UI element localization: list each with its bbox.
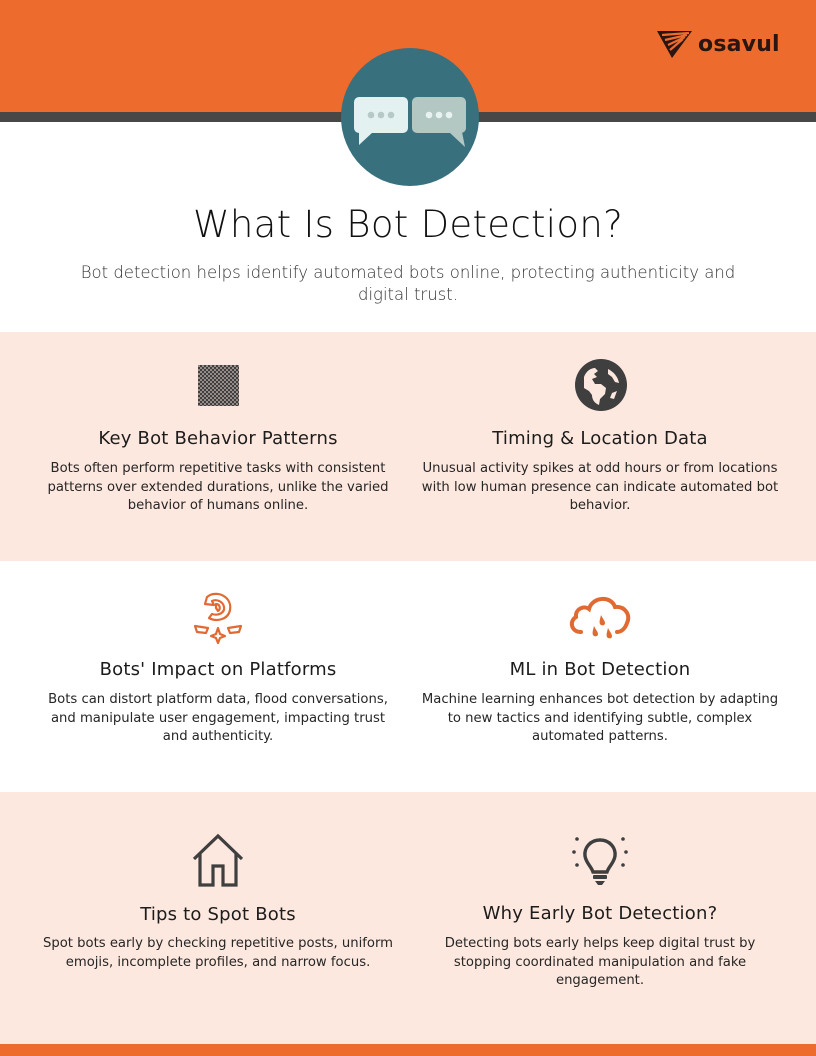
chat-bubbles-icon (354, 97, 466, 147)
globe-icon (575, 359, 627, 411)
card-description: Unusual activity spikes at odd hours or … (421, 461, 779, 513)
lightbulb-icon (572, 837, 628, 885)
card-heading: Timing & Location Data (492, 428, 708, 449)
card-description: Detecting bots early helps keep digital … (444, 936, 756, 988)
hero-circle (341, 48, 479, 186)
card-heading: ML in Bot Detection (509, 659, 691, 680)
house-icon (192, 833, 244, 887)
logo-text: osavul (698, 31, 780, 57)
card-heading: Key Bot Behavior Patterns (98, 428, 338, 449)
osavul-logo-icon (657, 31, 692, 58)
section-band-1 (0, 332, 816, 561)
card-heading: Tips to Spot Bots (140, 904, 296, 925)
card-description: Bots can distort platform data, flood co… (48, 692, 388, 744)
rain-cloud-icon (569, 597, 631, 639)
page-title: What Is Bot Detection? (192, 203, 624, 246)
card-heading: Why Early Bot Detection? (482, 903, 718, 924)
section-band-3 (0, 792, 816, 1044)
card-heading: Bots' Impact on Platforms (99, 659, 337, 680)
page-subtitle: Bot detection helps identify automated b… (80, 263, 736, 304)
spiral-sparkle-icon (193, 592, 243, 644)
card-description: Spot bots early by checking repetitive p… (42, 936, 394, 970)
pattern-grid-icon (198, 365, 239, 406)
section-band-2 (0, 561, 816, 792)
brand-logo: osavul (656, 28, 780, 60)
card-description: Machine learning enhances bot detection … (421, 692, 779, 744)
footer-band (0, 1044, 816, 1056)
card-description: Bots often perform repetitive tasks with… (47, 461, 389, 513)
